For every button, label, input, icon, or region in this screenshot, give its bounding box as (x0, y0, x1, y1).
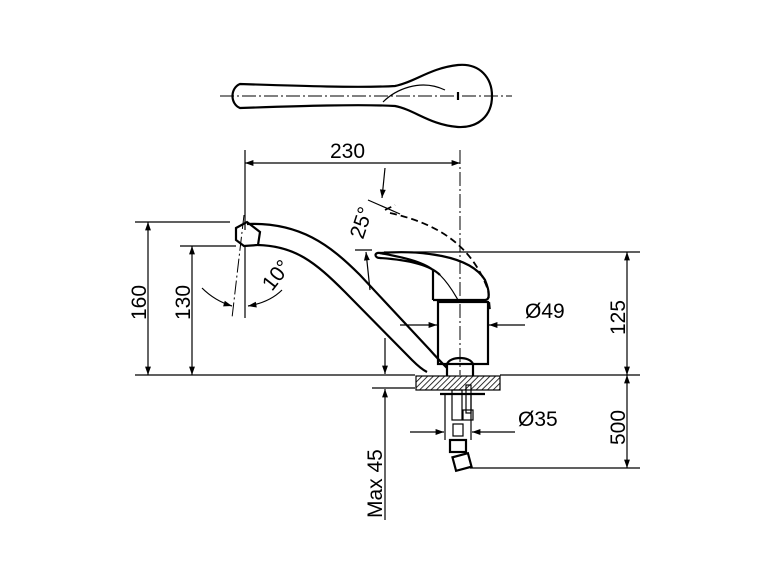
dim-160: 160 (128, 285, 151, 320)
dim-230: 230 (330, 140, 365, 163)
dim-125: 125 (607, 300, 630, 335)
body-diameter-dimension: Ø49 (400, 300, 565, 328)
lever-angle-dimension: 25° (346, 167, 401, 291)
reach-dimension: 230 (244, 140, 461, 375)
dim-d49: Ø49 (525, 300, 565, 323)
spout-angle-dimension: 10° (201, 256, 296, 308)
dim-25deg: 25° (346, 204, 378, 241)
counter-mounting (415, 356, 501, 473)
spout (231, 214, 448, 373)
dim-130: 130 (172, 285, 195, 320)
counter-thickness-dimension: Max 45 (364, 338, 415, 520)
dim-500: 500 (607, 410, 630, 445)
dim-d35: Ø35 (518, 408, 558, 431)
dim-max45: Max 45 (364, 449, 387, 518)
right-dimensions: 125 500 (384, 251, 640, 469)
dim-10deg: 10° (258, 256, 296, 295)
top-view (220, 63, 512, 129)
height-dimensions: 160 130 (128, 221, 415, 376)
hole-diameter-dimension: Ø35 (410, 395, 558, 440)
